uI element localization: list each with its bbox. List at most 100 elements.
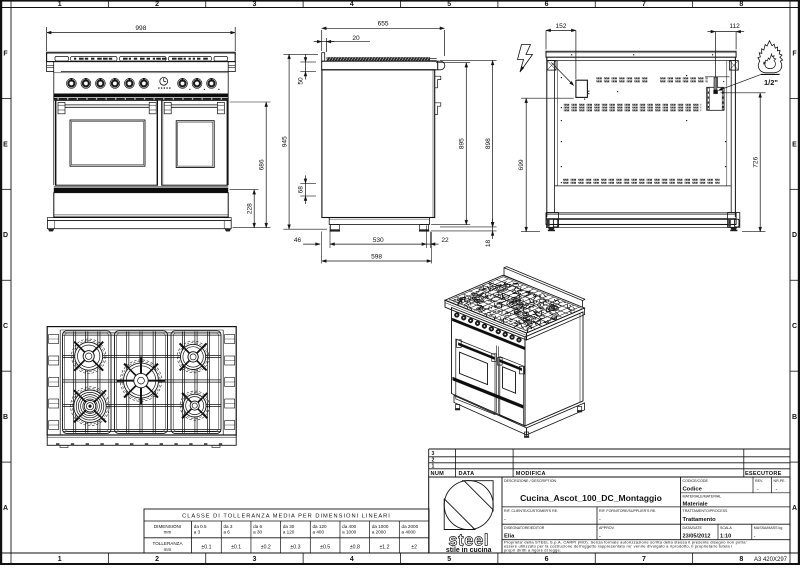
svg-text:7: 7 <box>642 556 646 563</box>
svg-text:TOLLERANZA: TOLLERANZA <box>152 541 183 546</box>
svg-text:7: 7 <box>642 1 646 8</box>
svg-text:C: C <box>792 323 797 330</box>
svg-text:A: A <box>3 505 8 512</box>
svg-text:Codice: Codice <box>683 486 703 492</box>
svg-text:da 120: da 120 <box>313 524 327 529</box>
svg-text:ESECUTORE: ESECUTORE <box>745 471 782 477</box>
svg-text:Cucina_Ascot_100_DC_Montaggio: Cucina_Ascot_100_DC_Montaggio <box>520 493 662 503</box>
svg-text:-: - <box>757 486 759 492</box>
svg-text:F: F <box>792 50 797 57</box>
svg-text:4: 4 <box>350 556 354 563</box>
svg-text:da 30: da 30 <box>283 524 295 529</box>
svg-text:da 3: da 3 <box>223 524 232 529</box>
svg-text:152: 152 <box>555 23 566 30</box>
svg-text:1/2": 1/2" <box>764 78 778 87</box>
svg-text:C: C <box>3 323 8 330</box>
svg-text:530: 530 <box>373 237 384 244</box>
svg-text:propri diritti a rigore di leg: propri diritti a rigore di legge. <box>504 548 561 553</box>
svg-text:CLASSE DI TOLLERANZA MEDIA PER: CLASSE DI TOLLERANZA MEDIA PER DIMENSION… <box>182 513 391 519</box>
svg-text:da 1000: da 1000 <box>372 524 389 529</box>
svg-text:-: - <box>599 534 601 540</box>
svg-text:1: 1 <box>58 556 62 563</box>
svg-text:DESCRIZIONE / DESCRIPTION: DESCRIZIONE / DESCRIPTION <box>504 479 557 483</box>
svg-text:228: 228 <box>246 203 253 214</box>
svg-text:DATA: DATA <box>459 471 475 477</box>
svg-text:D: D <box>792 232 797 239</box>
svg-text:8: 8 <box>739 1 743 8</box>
svg-text:DISEGNATORE/EDITOR: DISEGNATORE/EDITOR <box>504 526 545 530</box>
svg-text:mm: mm <box>164 530 172 535</box>
svg-text:2: 2 <box>155 1 159 8</box>
svg-text:68: 68 <box>298 186 305 194</box>
svg-text:MASSA/MASS kg: MASSA/MASS kg <box>754 526 783 530</box>
svg-text:DATA/DATE: DATA/DATE <box>683 526 703 530</box>
svg-text:mm: mm <box>164 547 172 552</box>
svg-text:1: 1 <box>58 1 62 8</box>
svg-text:TRATTAMENTO/PROCESS: TRATTAMENTO/PROCESS <box>683 509 729 513</box>
svg-text:6: 6 <box>545 556 549 563</box>
svg-text:F: F <box>3 50 8 57</box>
svg-text:-: - <box>776 486 778 492</box>
svg-text:998: 998 <box>135 25 146 32</box>
svg-text:18: 18 <box>485 240 492 248</box>
svg-text:REV.: REV. <box>755 479 763 483</box>
svg-text:8: 8 <box>739 556 743 563</box>
svg-text:3: 3 <box>432 451 435 457</box>
svg-text:a 400: a 400 <box>313 530 325 535</box>
svg-text:±0.1: ±0.1 <box>231 545 241 551</box>
svg-text:6: 6 <box>545 1 549 8</box>
svg-text:da 2000: da 2000 <box>402 524 419 529</box>
svg-text:Trattamento: Trattamento <box>683 517 717 523</box>
svg-text:E: E <box>792 141 797 148</box>
svg-text:-: - <box>504 517 506 523</box>
svg-text:DIMENSIONI: DIMENSIONI <box>154 524 181 529</box>
svg-text:±1.2: ±1.2 <box>379 545 389 551</box>
svg-text:D: D <box>3 232 8 239</box>
svg-text:20: 20 <box>352 35 360 42</box>
svg-text:MODIFICA: MODIFICA <box>516 471 546 477</box>
svg-text:945: 945 <box>281 136 288 147</box>
svg-text:50: 50 <box>298 77 305 85</box>
svg-text:a 6: a 6 <box>223 530 230 535</box>
svg-text:5: 5 <box>447 1 451 8</box>
svg-text:3: 3 <box>252 1 256 8</box>
svg-text:±0.2: ±0.2 <box>261 545 271 551</box>
svg-text:-: - <box>599 517 601 523</box>
svg-text:MATERIALE/MATERIAL: MATERIALE/MATERIAL <box>683 495 722 499</box>
svg-text:SCALA: SCALA <box>720 526 732 530</box>
svg-text:4: 4 <box>350 1 354 8</box>
svg-text:895: 895 <box>459 138 466 149</box>
svg-text:±0.3: ±0.3 <box>290 545 300 551</box>
svg-text:46: 46 <box>294 237 302 244</box>
svg-text:da 0.5: da 0.5 <box>194 524 207 529</box>
svg-text:Materiale: Materiale <box>683 501 709 507</box>
svg-text:RIF. CLIENTE/CUSTOMER'S RE.: RIF. CLIENTE/CUSTOMER'S RE. <box>504 509 558 513</box>
svg-text:a 30: a 30 <box>253 530 262 535</box>
svg-text:da 6: da 6 <box>253 524 262 529</box>
svg-text:a 1000: a 1000 <box>342 530 356 535</box>
svg-text:a 3: a 3 <box>194 530 201 535</box>
svg-text:±2: ±2 <box>411 545 417 551</box>
svg-text:A3 420X297: A3 420X297 <box>754 557 788 563</box>
svg-text:APPROV.: APPROV. <box>599 526 615 530</box>
svg-text:±0.1: ±0.1 <box>201 545 211 551</box>
svg-text:686: 686 <box>258 159 265 170</box>
svg-text:B: B <box>792 414 797 421</box>
svg-text:Elia: Elia <box>504 534 515 540</box>
svg-text:RIF. FORNITORE/SUPPLIER'S RE.: RIF. FORNITORE/SUPPLIER'S RE. <box>599 509 656 513</box>
svg-text:3: 3 <box>252 556 256 563</box>
svg-text:±0.5: ±0.5 <box>320 545 330 551</box>
svg-text:a 4000: a 4000 <box>402 530 416 535</box>
svg-text:699: 699 <box>518 159 525 170</box>
svg-text:NR.PE.: NR.PE. <box>774 479 786 483</box>
svg-text:726: 726 <box>752 156 759 167</box>
svg-text:22: 22 <box>441 237 449 244</box>
svg-text:±0.8: ±0.8 <box>350 545 360 551</box>
svg-text:655: 655 <box>378 21 389 28</box>
svg-text:B: B <box>3 414 8 421</box>
svg-text:2: 2 <box>155 556 159 563</box>
svg-text:5: 5 <box>447 556 451 563</box>
svg-text:a 120: a 120 <box>283 530 295 535</box>
svg-text:a 2000: a 2000 <box>372 530 386 535</box>
svg-text:598: 598 <box>371 254 382 261</box>
